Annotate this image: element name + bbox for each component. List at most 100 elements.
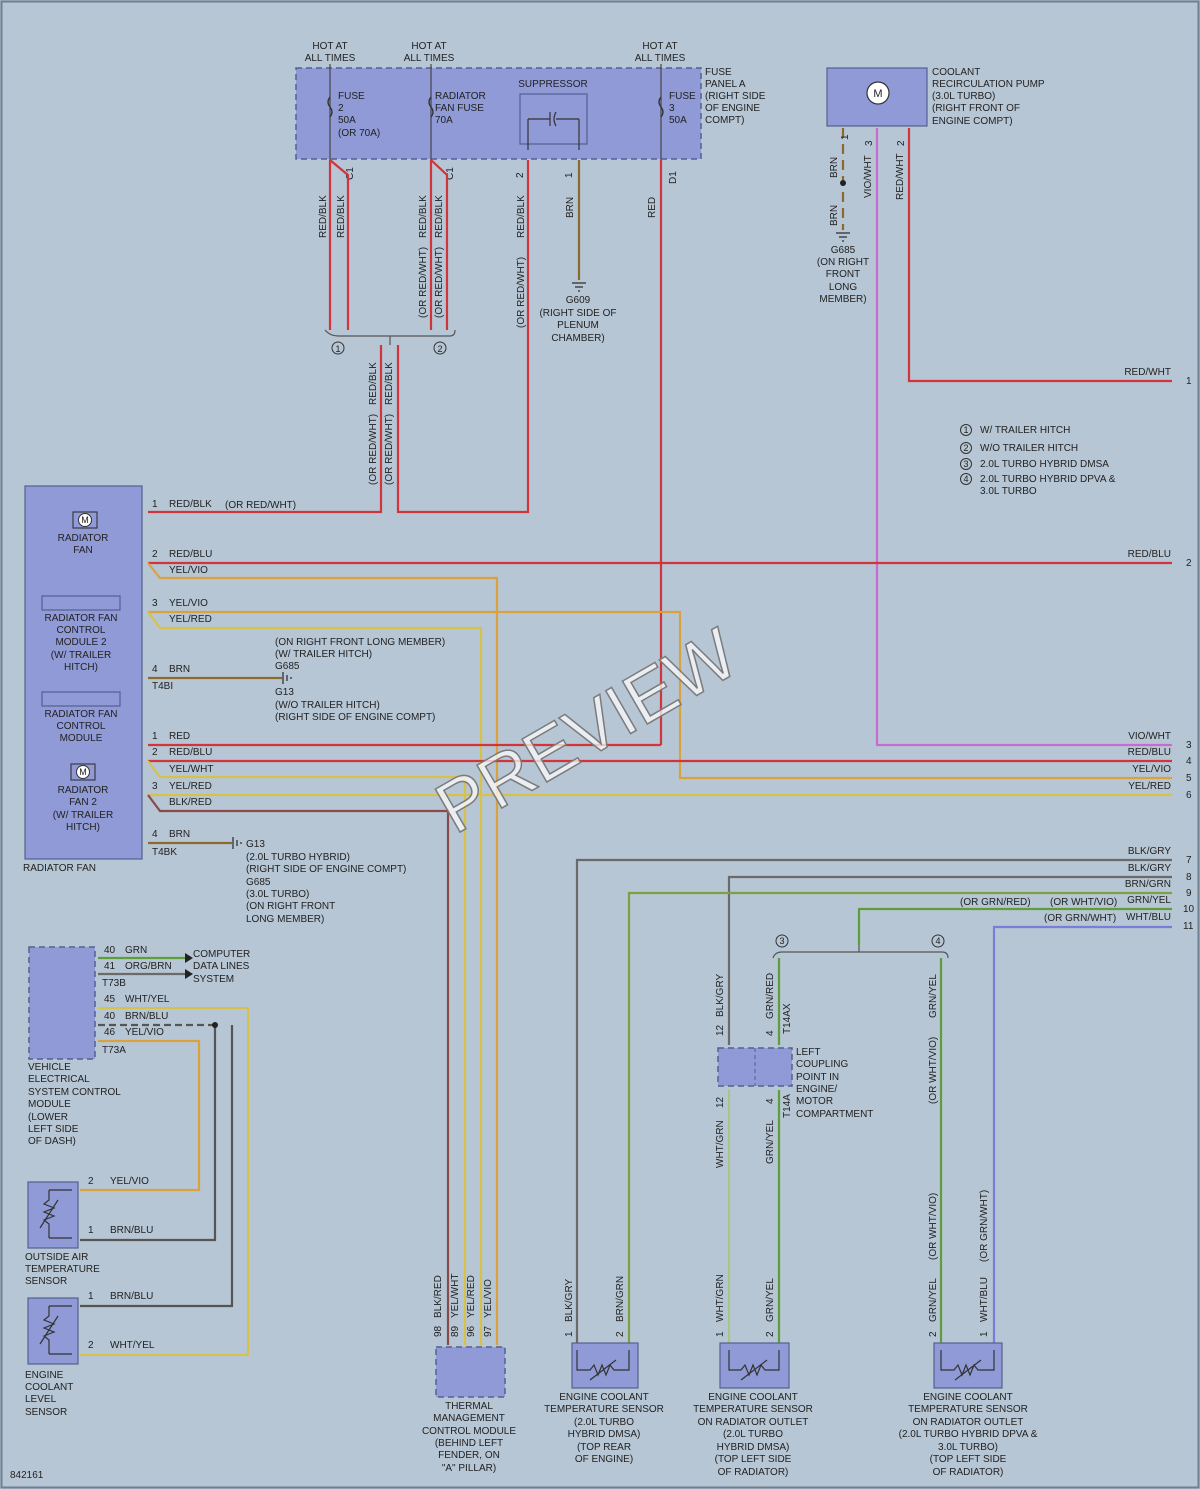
vescm-label-line: ELECTRICAL — [28, 1074, 90, 1085]
wire-yel-wht — [147, 760, 467, 1345]
pin-num: 1 — [979, 1331, 990, 1337]
ect-label-line: (TOP LEFT SIDE — [715, 1454, 792, 1465]
wire-label: RED/BLK — [384, 362, 395, 405]
thermal-label-line: (BEHIND LEFT — [435, 1438, 503, 1449]
wire-yel-vio — [80, 1039, 201, 1192]
splice-circle-2: 2 — [433, 341, 447, 355]
pin-wire: BRN — [169, 664, 190, 675]
edge-wire: WHT/BLU — [1126, 912, 1171, 923]
pin-wire: YEL/VIO — [125, 1027, 164, 1038]
legend-text: 2.0L TURBO HYBRID DPVA & — [980, 474, 1116, 485]
wire-yel-red — [147, 611, 483, 1345]
edge-num: 5 — [1186, 773, 1192, 784]
ect-label-line: ENGINE COOLANT — [708, 1392, 797, 1403]
wire-blk-gry — [575, 858, 1172, 1345]
edge-num: 7 — [1186, 855, 1192, 866]
pin-wire: YEL/RED — [466, 1275, 477, 1318]
ground-label-line: LONG — [829, 282, 858, 293]
ground-g685-g13-icon — [282, 672, 292, 684]
pump-label-line: (3.0L TURBO) — [932, 91, 995, 102]
pin-num: 96 — [466, 1325, 477, 1337]
pin-wire: BLK/RED — [169, 797, 212, 808]
option-bracket — [772, 945, 949, 959]
ctrl2-label: MODULE 2 — [55, 637, 107, 648]
pin-num: 4 — [765, 1030, 776, 1036]
connector-id: T73B — [102, 978, 126, 989]
pin-wire: WHT/YEL — [125, 994, 170, 1005]
wire-label: RED/WHT — [895, 153, 906, 200]
hot-label: ALL TIMES — [305, 53, 356, 64]
edge-num: 3 — [1186, 740, 1192, 751]
fan-pin-labels: 1 RED/BLK (OR RED/WHT) 2 RED/BLU YEL/VIO… — [152, 499, 296, 858]
pin-3: 3 — [864, 140, 875, 146]
pin-wire: BLK/GRY — [715, 974, 726, 1017]
ect-label-line: OF RADIATOR) — [933, 1467, 1004, 1478]
panel-label-line: FUSE — [705, 67, 732, 78]
fuse2-label: (OR 70A) — [338, 128, 380, 139]
legend-num: 1 — [963, 425, 968, 435]
ground-label-line: (W/O TRAILER HITCH) — [275, 700, 380, 711]
vescm-pin-labels: 40 GRN 41 ORG/BRN T73B 45 WHT/YEL 40 BRN… — [102, 945, 250, 1056]
coupling-label-line: POINT IN — [796, 1072, 839, 1083]
pin-wire: RED/BLU — [169, 747, 212, 758]
splice-circle-4: 4 — [931, 934, 945, 948]
ect-label-line: HYBRID DMSA) — [568, 1429, 641, 1440]
coupling-label-line: MOTOR — [796, 1096, 833, 1107]
oat-label: TEMPERATURE — [25, 1264, 100, 1275]
edge-wire: YEL/VIO — [1132, 764, 1171, 775]
vescm-label: VEHICLE ELECTRICAL SYSTEM CONTROL MODULE… — [28, 1062, 121, 1147]
ect-label-line: HYBRID DMSA) — [717, 1442, 790, 1453]
ect1-label: ENGINE COOLANT TEMPERATURE SENSOR (2.0L … — [544, 1392, 664, 1465]
coupling-label: LEFT COUPLING POINT IN ENGINE/ MOTOR COM… — [796, 1047, 873, 1120]
wire-label: BRN — [829, 205, 840, 226]
pin-wire: BRN — [169, 829, 190, 840]
vescm-label-line: LEFT SIDE — [28, 1124, 79, 1135]
computer-label: COMPUTER — [193, 949, 250, 960]
pump-label-line: ENGINE COMPT) — [932, 116, 1013, 127]
hot-label: HOT AT — [411, 41, 446, 52]
computer-label: DATA LINES — [193, 961, 250, 972]
pin-num: 46 — [104, 1027, 116, 1038]
fan2-label: FAN 2 — [69, 797, 97, 808]
ect-label-line: OF ENGINE) — [575, 1454, 633, 1465]
wire-label: RED/BLK — [418, 195, 429, 238]
pin-1: 1 — [840, 134, 851, 140]
ground-label-line: (ON RIGHT — [817, 257, 869, 268]
coolant-pump-label: COOLANT RECIRCULATION PUMP (3.0L TURBO) … — [932, 67, 1045, 127]
panel-label-line: (RIGHT SIDE — [705, 91, 766, 102]
wire-red-wht — [907, 128, 1172, 383]
edge-wire: GRN/YEL — [1127, 895, 1171, 906]
pin-wire: BLK/RED — [433, 1275, 444, 1318]
fan1-label: RADIATOR — [58, 533, 109, 544]
panel-label-line: OF ENGINE — [705, 103, 760, 114]
pin-c1: C1 — [345, 167, 356, 180]
ect-thermistor-icon — [728, 1350, 780, 1381]
edge-num: 1 — [1186, 376, 1192, 387]
pin-num: 1 — [88, 1291, 94, 1302]
panel-label-line: COMPT) — [705, 115, 744, 126]
fan2-label: HITCH) — [66, 822, 100, 833]
pin-wire: YEL/RED — [169, 781, 212, 792]
pin-wire: BRN/BLU — [110, 1225, 153, 1236]
ect-label-line: (2.0L TURBO — [574, 1417, 634, 1428]
left-coupling-point — [717, 1047, 793, 1087]
pin-wire: GRN — [125, 945, 147, 956]
fuse3-label: 3 — [669, 103, 675, 114]
wire-red-blk-fan-pin1 — [148, 345, 383, 514]
pin-wire: YEL/VIO — [169, 598, 208, 609]
ground-label-line: (RIGHT SIDE OF — [539, 308, 616, 319]
pin-num: 12 — [715, 1024, 726, 1036]
pin-wire: YEL/WHT — [450, 1274, 461, 1318]
wire-red-blk-to-fan — [396, 160, 530, 514]
thermistor-icon — [39, 1189, 72, 1239]
oat-label: OUTSIDE AIR — [25, 1252, 88, 1263]
wire-label: (OR RED/WHT) — [434, 247, 445, 318]
wire-label: (OR RED/WHT) — [384, 414, 395, 485]
ground-low-label: G13 (2.0L TURBO HYBRID) (RIGHT SIDE OF E… — [246, 839, 406, 925]
wire-label: RED — [647, 197, 658, 218]
ground-label-line: (RIGHT SIDE OF ENGINE COMPT) — [275, 712, 435, 723]
pin-num: 4 — [152, 664, 158, 675]
wire-label: (OR WHT/VIO) — [928, 1037, 939, 1104]
ect-label-line: TEMPERATURE SENSOR — [693, 1404, 813, 1415]
